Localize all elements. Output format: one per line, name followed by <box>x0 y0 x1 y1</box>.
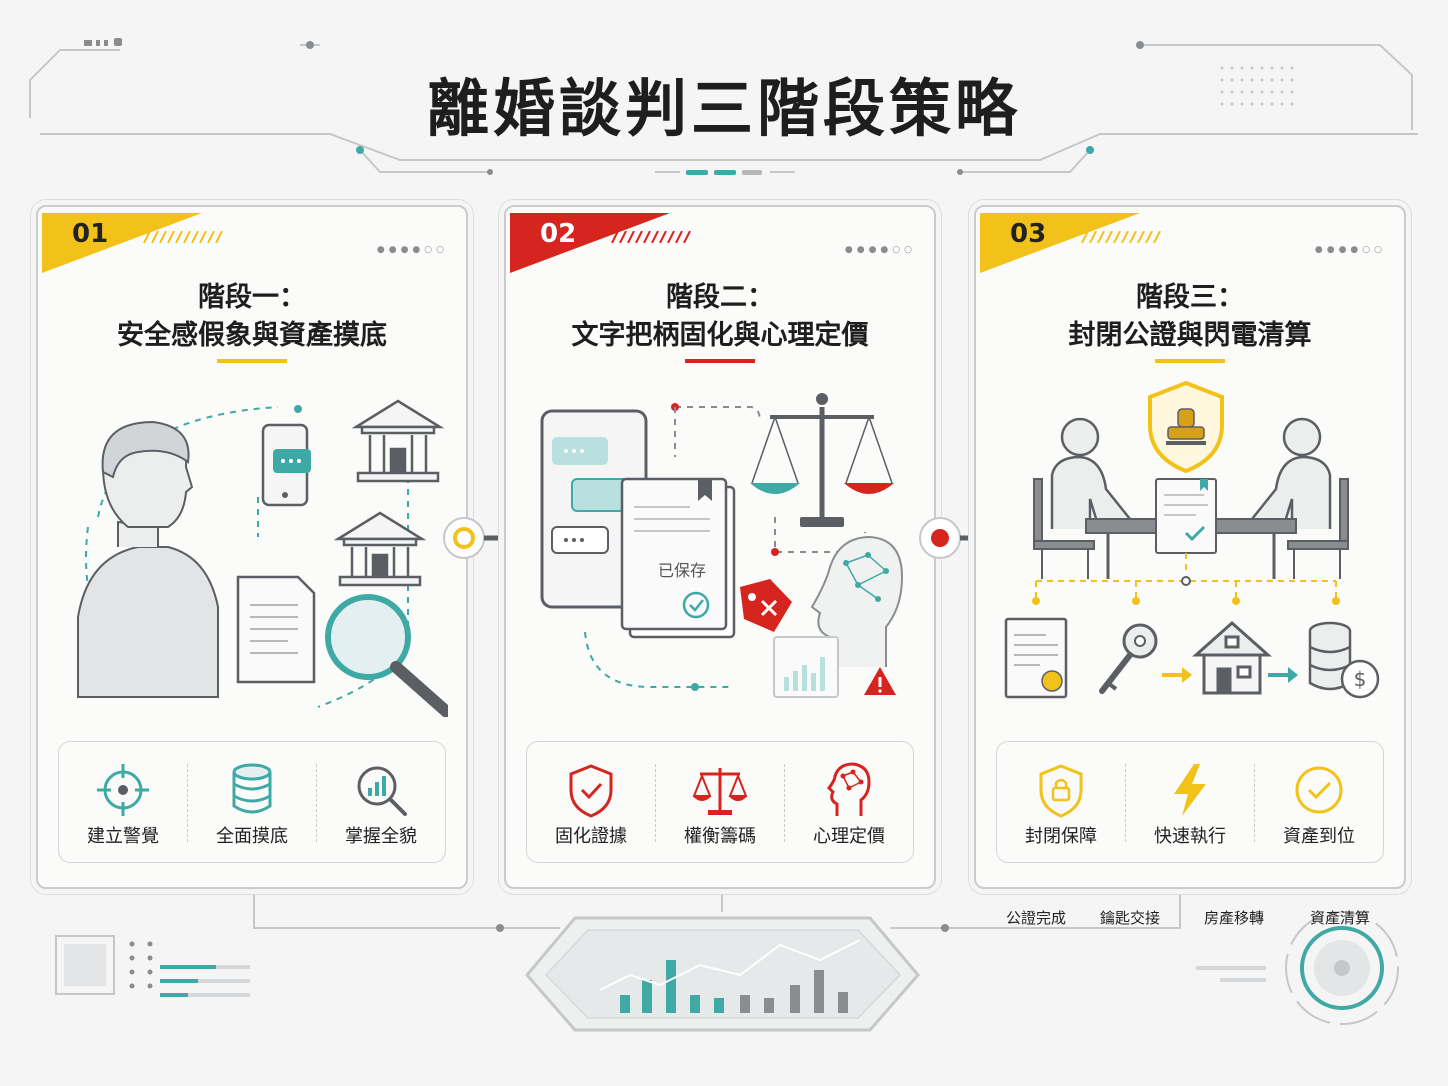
step-label: 房產移轉 <box>1203 909 1264 927</box>
stage-card-2: 02 ●●●●○○ 階段二： 文字把柄固化與心理定價 <box>504 205 936 889</box>
stage-number: 03 <box>1010 219 1047 249</box>
certificate-icon <box>1004 617 1068 699</box>
divider <box>1125 764 1126 842</box>
dots-decoration: ●●●●○○ <box>1314 245 1386 255</box>
stage-title: 文字把柄固化與心理定價 <box>571 320 869 351</box>
feature-label: 全面摸底 <box>216 826 288 847</box>
step-label: 資產清算 <box>1309 909 1370 927</box>
stage-card-3: 03 ●●●●○○ 階段三： 封閉公證與閃電清算 <box>974 205 1406 927</box>
saved-document-icon <box>620 477 736 639</box>
title-underline <box>685 359 755 363</box>
check-circle-icon <box>1295 766 1343 814</box>
evidence-illustration <box>540 393 904 698</box>
feature-item: 固化證據 <box>527 742 655 862</box>
arrow-right-icon <box>1162 667 1192 683</box>
step-label: 公證完成 <box>1005 909 1066 927</box>
feature-item: 掌握全貌 <box>317 742 445 862</box>
stage-title: 安全感假象與資產摸底 <box>117 320 387 351</box>
magnifier-icon <box>325 594 448 717</box>
feature-item: 封閉保障 <box>997 742 1125 862</box>
stage-tag <box>980 213 1140 273</box>
feature-panel: 固化證據 權衡籌碼 心理定價 <box>526 741 914 863</box>
page-title: 離婚談判三階段策略 <box>426 72 1021 145</box>
document-icon <box>236 575 316 684</box>
hatch-decoration <box>143 231 223 243</box>
feature-item: 建立警覺 <box>59 742 187 862</box>
phone-chat-icon <box>540 409 648 609</box>
feature-item: 權衡籌碼 <box>656 742 784 862</box>
people-icon <box>1050 417 1332 529</box>
stage-label: 階段一： <box>198 282 306 313</box>
saved-label: 已保存 <box>658 561 707 580</box>
phone-message-icon <box>261 423 311 507</box>
step-label: 鑰匙交接 <box>1099 909 1160 927</box>
feature-label: 權衡籌碼 <box>684 826 756 847</box>
head-network-icon <box>810 535 904 667</box>
feature-label: 心理定價 <box>813 826 885 847</box>
arrow-right-icon <box>1268 667 1298 683</box>
notarized-document-icon <box>1155 478 1217 554</box>
target-icon <box>97 764 149 816</box>
database-icon <box>232 763 272 814</box>
feature-item: 快速執行 <box>1126 742 1254 862</box>
lightning-icon <box>1174 764 1206 816</box>
feature-label: 固化證據 <box>555 826 627 847</box>
title-underline <box>1155 359 1225 363</box>
hatch-decoration <box>1081 231 1161 243</box>
feature-label: 掌握全貌 <box>345 826 417 847</box>
title-underline <box>217 359 287 363</box>
scales-icon <box>692 768 748 815</box>
divider <box>784 764 785 842</box>
stage-card-1: 01 ●●●●○○ 階段一： 安全感假象與資產摸底 <box>36 205 468 889</box>
feature-label: 封閉保障 <box>1025 826 1097 847</box>
bank-icon <box>351 399 445 483</box>
dots-decoration: ●●●●○○ <box>844 245 916 255</box>
stage-label: 階段二： <box>666 282 774 313</box>
stage-title: 封閉公證與閃電清算 <box>1068 320 1312 351</box>
person-icon <box>77 420 219 698</box>
feature-panel: 建立警覺 全面摸底 掌握全貌 <box>58 741 446 863</box>
feature-panel: 封閉保障 快速執行 資產到位 <box>996 741 1384 863</box>
price-tag-icon <box>740 579 792 632</box>
feature-label: 建立警覺 <box>87 826 159 847</box>
money-stack-icon <box>1308 621 1380 699</box>
stage-tag <box>42 213 202 273</box>
feature-label: 快速執行 <box>1154 826 1226 847</box>
hatch-decoration <box>611 231 691 243</box>
dots-decoration: ●●●●○○ <box>376 245 448 255</box>
asset-survey-illustration <box>77 399 448 717</box>
bank-icon <box>333 511 427 587</box>
shield-check-icon <box>569 764 613 818</box>
head-network-icon <box>827 762 871 816</box>
dollar-icon: $ <box>1354 667 1367 691</box>
feature-item: 全面摸底 <box>188 742 316 862</box>
house-icon <box>1192 620 1272 695</box>
divider <box>316 764 317 842</box>
stage-tag <box>510 213 670 273</box>
key-icon <box>1099 623 1158 694</box>
stage-number: 01 <box>72 219 109 249</box>
warning-icon <box>864 667 896 695</box>
feature-item: 心理定價 <box>785 742 913 862</box>
shield-lock-icon <box>1039 764 1083 818</box>
stage-label: 階段三： <box>1136 282 1244 313</box>
scales-icon <box>750 393 894 527</box>
feature-item: 資產到位 <box>1255 742 1383 862</box>
magnifier-chart-icon <box>357 766 407 816</box>
notary-illustration: $ <box>1004 380 1380 699</box>
arrow-connector-1 <box>443 517 524 559</box>
divider <box>655 764 656 842</box>
divider <box>187 764 188 842</box>
divider <box>1254 764 1255 842</box>
feature-label: 資產到位 <box>1283 826 1355 847</box>
shield-stamp-icon <box>1148 380 1224 474</box>
stage-number: 02 <box>540 219 577 249</box>
mini-chart-icon <box>773 636 839 698</box>
